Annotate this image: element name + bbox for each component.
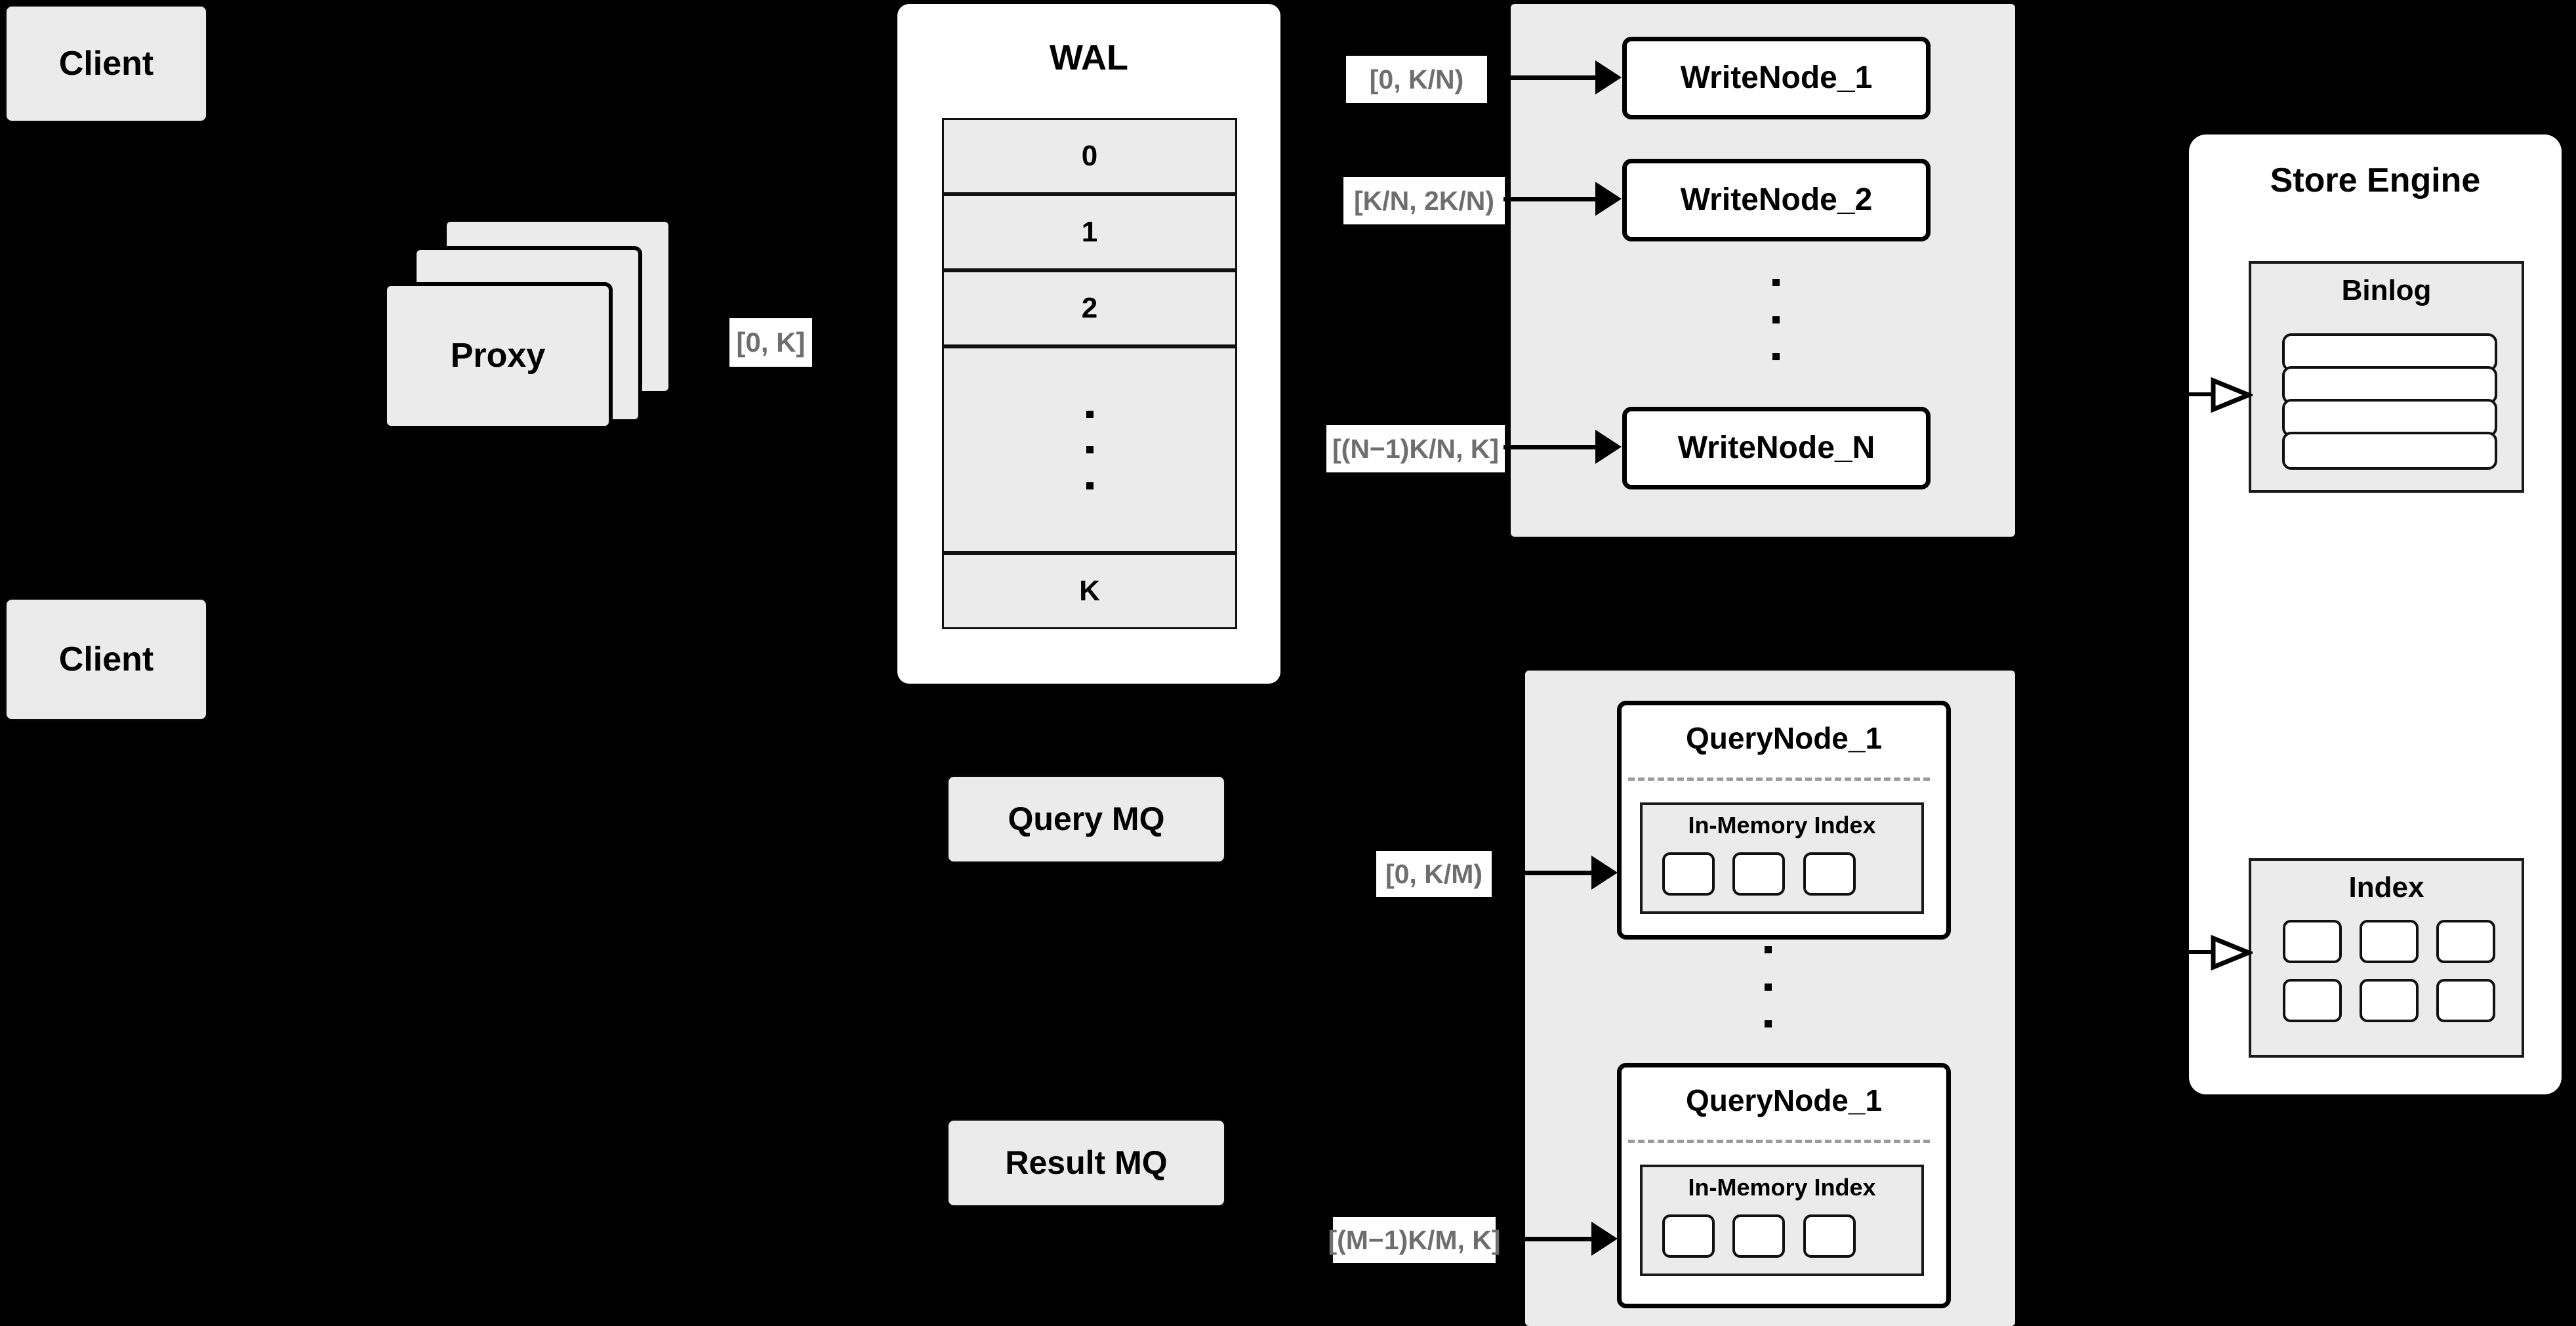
write-node-1-range: [0, K/N)	[1346, 56, 1487, 103]
write-node-2-arrowhead	[1595, 182, 1622, 216]
query-cluster-ellipsis	[1763, 946, 1772, 1027]
index-slot-6	[2436, 979, 2495, 1022]
index-title: Index	[2348, 871, 2424, 903]
wal-row-k: K	[942, 553, 1237, 629]
write-node-n-arrowhead	[1595, 430, 1622, 464]
query-node-2[interactable]: QueryNode_1 In-Memory Index	[1617, 1063, 1951, 1308]
write-node-2-arrow-line	[1503, 197, 1599, 201]
query-node-2-slot-1	[1662, 1214, 1715, 1258]
query-node-1-slot-2	[1732, 852, 1785, 896]
store-engine-title: Store Engine	[2270, 161, 2481, 199]
index-slot-1	[2283, 920, 2342, 963]
write-node-1-arrowhead	[1595, 60, 1622, 94]
wal-row-2-label: 2	[1081, 291, 1098, 324]
index-arrowhead-icon	[2211, 934, 2253, 971]
client-node-1[interactable]: Client	[5, 5, 207, 122]
write-node-1[interactable]: WriteNode_1	[1622, 37, 1931, 119]
client-node-1-label: Client	[58, 44, 154, 83]
index-arrow-line	[2184, 950, 2229, 954]
query-node-1-inmem-title: In-Memory Index	[1688, 812, 1876, 839]
binlog-arrowhead-icon	[2211, 377, 2253, 413]
proxy-node[interactable]: Proxy	[383, 282, 613, 430]
query-node-1-slot-3	[1803, 852, 1856, 896]
query-node-2-separator	[1628, 1140, 1930, 1143]
wal-row-1-label: 1	[1081, 215, 1098, 248]
result-mq-node[interactable]: Result MQ	[947, 1119, 1225, 1207]
query-node-2-inmem-index: In-Memory Index	[1640, 1165, 1924, 1276]
proxy-range-label: [0, K]	[729, 318, 812, 367]
query-node-1-arrow-line	[1503, 871, 1595, 875]
query-node-1-inmem-index: In-Memory Index	[1640, 802, 1924, 914]
query-node-2-arrowhead	[1591, 1222, 1618, 1256]
write-node-1-arrow-line	[1503, 75, 1599, 80]
write-node-2[interactable]: WriteNode_2	[1622, 159, 1931, 241]
wal-ellipsis-dots	[1086, 410, 1094, 489]
query-node-1-arrowhead	[1591, 856, 1618, 890]
wal-row-k-label: K	[1079, 574, 1100, 607]
write-node-2-label: WriteNode_2	[1680, 182, 1873, 217]
query-node-2-inmem-title: In-Memory Index	[1688, 1174, 1876, 1201]
binlog-title: Binlog	[2341, 274, 2432, 306]
query-node-1[interactable]: QueryNode_1 In-Memory Index	[1617, 701, 1951, 940]
query-node-2-slot-3	[1803, 1214, 1856, 1258]
wal-row-0-label: 0	[1081, 139, 1098, 172]
index-slot-5	[2360, 979, 2419, 1022]
wal-row-2: 2	[942, 270, 1237, 346]
query-mq-label: Query MQ	[1008, 800, 1165, 838]
client-node-2-label: Client	[58, 640, 154, 678]
write-node-n-range: [(N−1)K/N, K]	[1326, 425, 1505, 472]
wal-row-1: 1	[942, 194, 1237, 270]
write-node-2-range: [K/N, 2K/N)	[1343, 177, 1505, 224]
write-node-n[interactable]: WriteNode_N	[1622, 407, 1931, 489]
query-node-1-separator	[1628, 777, 1930, 781]
binlog-row-4	[2282, 432, 2497, 470]
query-node-1-slot-1	[1662, 852, 1715, 896]
index-slot-3	[2436, 920, 2495, 963]
proxy-node-label: Proxy	[450, 337, 546, 375]
client-node-2[interactable]: Client	[5, 598, 207, 720]
query-node-2-range: [(M−1)K/M, K]	[1328, 1217, 1501, 1263]
write-node-n-label: WriteNode_N	[1677, 430, 1875, 465]
wal-row-ellipsis	[942, 346, 1237, 553]
wal-title: WAL	[1050, 38, 1128, 77]
write-node-n-arrow-line	[1503, 445, 1599, 449]
binlog-arrow-line	[2184, 392, 2229, 396]
index-slot-2	[2360, 920, 2419, 963]
query-node-1-label: QueryNode_1	[1685, 721, 1883, 755]
index-panel: Index	[2249, 858, 2524, 1058]
query-node-2-label: QueryNode_1	[1685, 1083, 1883, 1117]
query-node-2-arrow-line	[1503, 1237, 1595, 1241]
wal-row-0: 0	[942, 118, 1237, 194]
query-mq-node[interactable]: Query MQ	[947, 776, 1225, 863]
query-node-1-range: [0, K/M)	[1376, 851, 1492, 897]
index-slot-4	[2283, 979, 2342, 1022]
write-node-1-label: WriteNode_1	[1680, 60, 1873, 95]
write-cluster-ellipsis	[1771, 279, 1780, 360]
query-node-2-slot-2	[1732, 1214, 1785, 1258]
binlog-panel: Binlog	[2249, 261, 2524, 493]
result-mq-label: Result MQ	[1005, 1144, 1168, 1182]
